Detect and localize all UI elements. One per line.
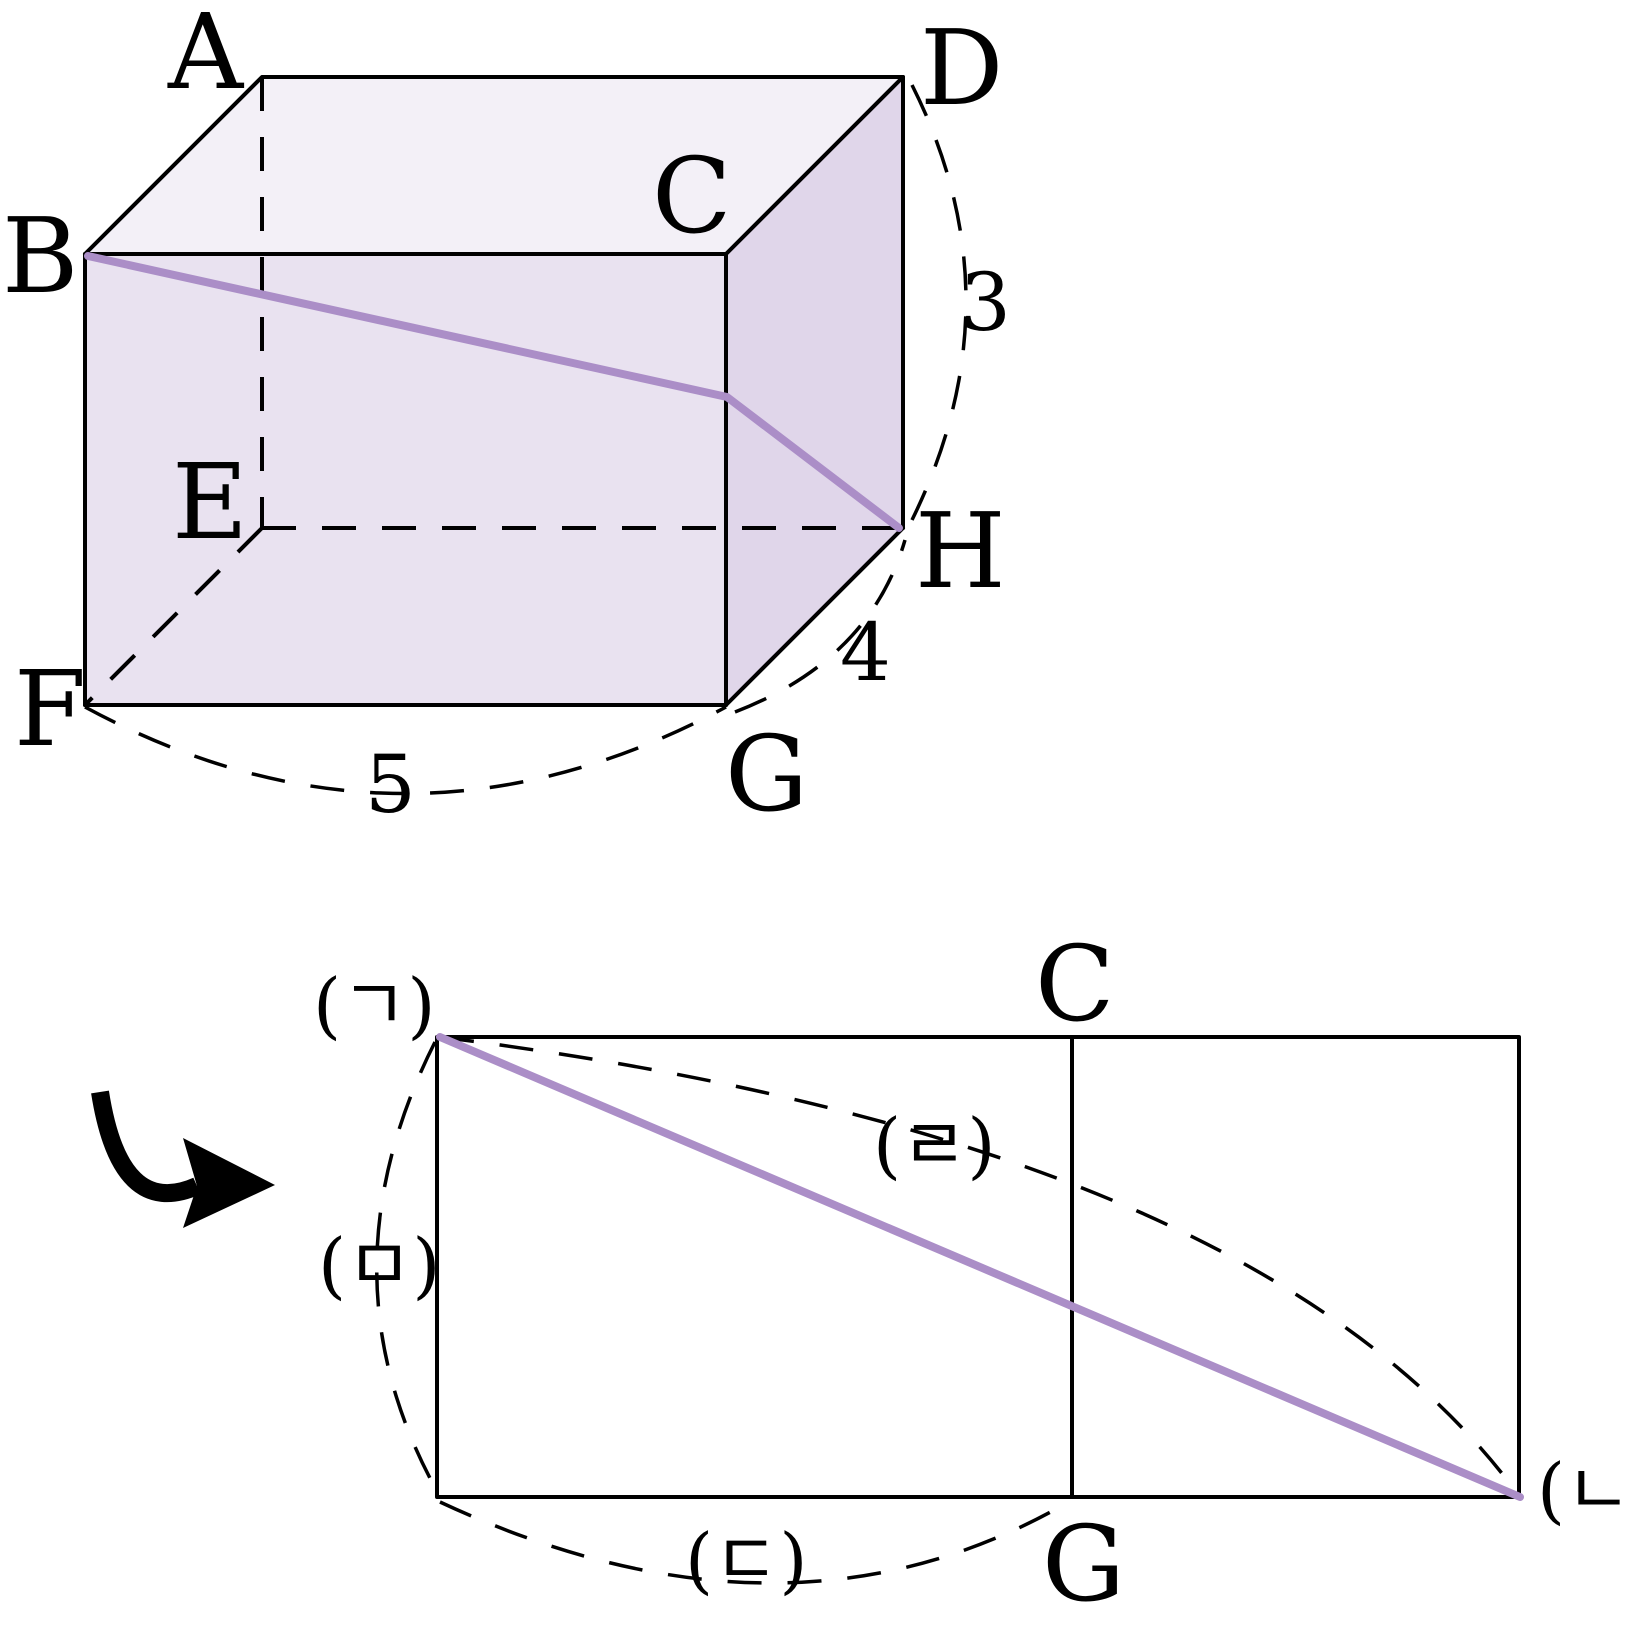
net-label-left: (ㅁ) bbox=[318, 1223, 440, 1307]
vertex-label-e: E bbox=[172, 441, 248, 563]
net-label-bottom: (ㄷ) bbox=[685, 1518, 807, 1602]
shortest-path-3d bbox=[84, 252, 903, 532]
net-label-fold-bottom: G bbox=[1042, 1503, 1125, 1625]
prism-top-face bbox=[85, 77, 903, 254]
hidden-edge-ef bbox=[83, 526, 264, 707]
net-arc-left bbox=[375, 1041, 437, 1483]
dimension-label-depth: 4 bbox=[840, 606, 891, 699]
vertex-label-b: B bbox=[2, 195, 78, 317]
net-label-fold-top: C bbox=[1035, 923, 1115, 1045]
dimension-label-height: 3 bbox=[960, 256, 1011, 349]
unfolded-net: (ㄱ) (ㄹ) (ㅁ) (ㄷ) (ㄴ) C G bbox=[313, 923, 1633, 1625]
vertex-label-f: F bbox=[14, 648, 86, 770]
vertex-label-c: C bbox=[652, 135, 732, 257]
curved-right-arrow-icon bbox=[91, 1090, 275, 1228]
shortest-path-net bbox=[436, 1033, 1524, 1501]
vertex-label-a: A bbox=[167, 0, 245, 113]
net-arc-bottom bbox=[439, 1498, 1073, 1585]
rectangular-prism: A B C D E F G H 5 4 3 bbox=[2, 0, 1011, 835]
net-label-start: (ㄱ) bbox=[313, 963, 435, 1047]
dimension-arc-depth bbox=[734, 539, 907, 714]
vertex-label-h: H bbox=[915, 490, 1006, 612]
net-face-side bbox=[1070, 1035, 1521, 1499]
net-label-diagonal: (ㄹ) bbox=[873, 1103, 995, 1187]
prism-side-face bbox=[726, 77, 903, 705]
prism-front-face bbox=[85, 254, 726, 705]
net-label-end: (ㄴ) bbox=[1537, 1448, 1633, 1532]
vertex-label-d: D bbox=[920, 7, 1003, 129]
dimension-label-length: 5 bbox=[365, 738, 416, 831]
dimension-arc-length bbox=[84, 705, 727, 796]
dimension-arc-height bbox=[910, 84, 968, 521]
edge-gh bbox=[724, 526, 905, 707]
vertex-label-g: G bbox=[725, 713, 808, 835]
